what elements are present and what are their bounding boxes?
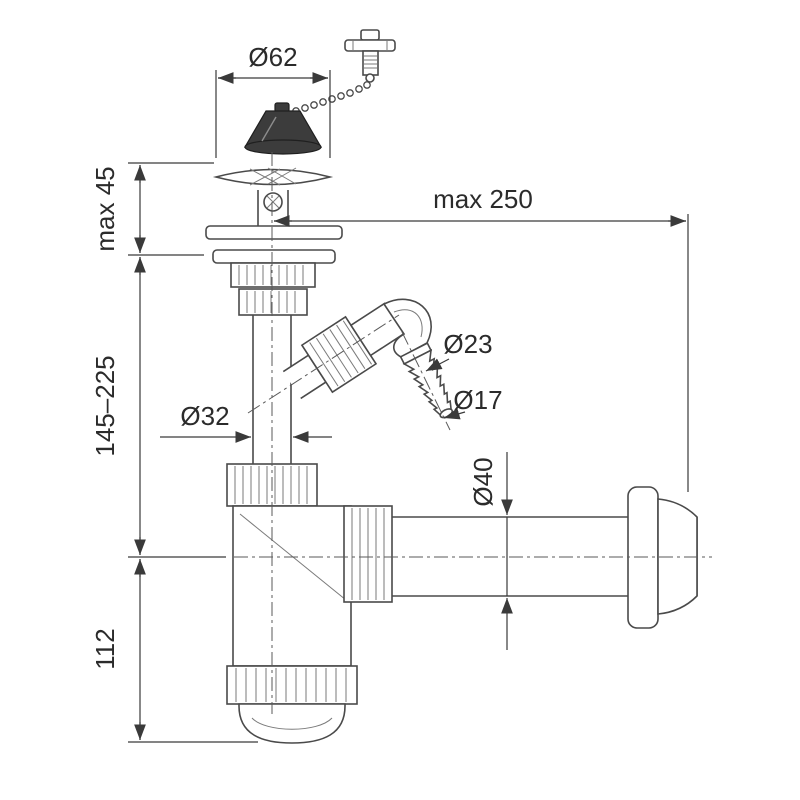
- dimension-label-trap-depth: 112: [90, 628, 120, 669]
- drain-strainer: [205, 167, 343, 264]
- rubber-plug: [243, 102, 323, 155]
- dimension-label-strainer-diameter: Ø62: [248, 42, 297, 72]
- dimension-label-inlet-connection: Ø23: [443, 329, 492, 359]
- tailpiece-nuts: [230, 262, 316, 316]
- outlet-union-nut: [343, 505, 393, 603]
- dimension-label-hose-barb: Ø17: [453, 385, 502, 415]
- dimension-lines: Ø62 max 250 max 45 145–225 112 Ø32 Ø40: [90, 42, 689, 743]
- dimension-label-outlet-reach: max 250: [433, 184, 533, 214]
- hose-barb: [399, 342, 454, 419]
- trap-body: [232, 505, 352, 667]
- dimension-label-pipe-diameter: Ø32: [180, 401, 229, 431]
- dimension-label-outlet-diameter: Ø40: [468, 457, 498, 506]
- chain-fixing-screw: [344, 29, 396, 83]
- dimension-label-strainer-height: max 45: [90, 166, 120, 251]
- centerlines: [234, 152, 712, 714]
- trap-cup: [226, 665, 358, 744]
- dimension-label-adjustable-height: 145–225: [90, 355, 120, 456]
